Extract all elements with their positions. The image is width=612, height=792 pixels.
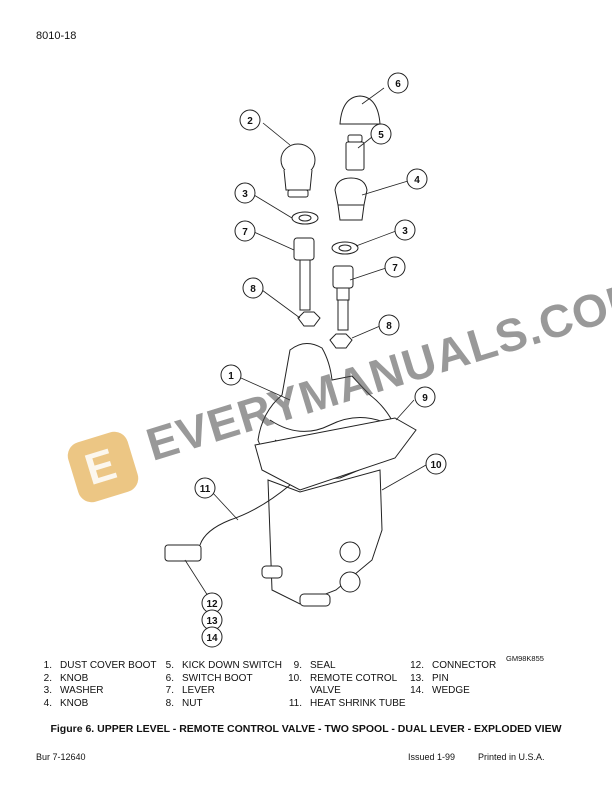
callout-2: 2 xyxy=(247,116,253,127)
knob-right-part xyxy=(334,177,368,221)
legend-item: 1.DUST COVER BOOT xyxy=(43,660,157,671)
callout-10: 10 xyxy=(430,460,442,471)
nut-left-part xyxy=(297,311,321,327)
footer-document-number: Bur 7-12640 xyxy=(36,752,86,762)
callout-5: 5 xyxy=(378,130,384,141)
legend-item: 12.CONNECTOR xyxy=(410,660,497,671)
legend-item: 14.WEDGE xyxy=(410,685,470,696)
page-number: 8010-18 xyxy=(36,30,77,42)
legend-item: 11.HEAT SHRINK TUBE xyxy=(288,697,406,709)
legend-item: 6.SWITCH BOOT xyxy=(165,672,253,684)
legend-item: 3.WASHER xyxy=(43,685,104,696)
legend-item: 8.NUT xyxy=(165,697,203,709)
legend-column-4: 12.CONNECTOR 13.PIN 14.WEDGE xyxy=(406,660,496,698)
legend-item: 9.SEAL xyxy=(293,660,336,671)
callout-13: 13 xyxy=(206,616,218,627)
callout-3-left: 3 xyxy=(242,189,248,200)
legend-column-1: 1.DUST COVER BOOT 2.KNOB 3.WASHER 4.KNOB xyxy=(34,660,157,710)
figure-code: GM98K855 xyxy=(506,654,544,663)
legend-item: 2.KNOB xyxy=(43,672,89,684)
legend-item: 7.LEVER xyxy=(165,685,215,696)
callout-8-left: 8 xyxy=(250,284,256,295)
lever-left-part xyxy=(293,237,315,261)
switch-boot-part xyxy=(339,95,381,125)
valve-body-part xyxy=(267,469,383,605)
callout-9: 9 xyxy=(422,393,428,404)
callout-11: 11 xyxy=(200,484,211,495)
callout-14: 14 xyxy=(206,633,218,644)
callout-12: 12 xyxy=(206,599,218,610)
callout-6: 6 xyxy=(395,79,401,90)
legend-item: 4.KNOB xyxy=(43,697,89,709)
nut-right-part xyxy=(329,333,353,349)
connector-part xyxy=(164,544,202,562)
callout-7-right: 7 xyxy=(392,263,398,274)
lever-right-part xyxy=(332,265,354,289)
footer-issued: Issued 1-99 xyxy=(408,752,456,762)
legend-item: 13.PIN xyxy=(410,672,449,684)
legend-column-3: 9.SEAL 10.REMOTE COTROL VALVE 11.HEAT SH… xyxy=(284,660,406,710)
callout-3-right: 3 xyxy=(402,226,408,237)
footer-printed: Printed in U.S.A. xyxy=(478,752,545,762)
watermark-logo-letter: E xyxy=(79,439,122,495)
callout-8-right: 8 xyxy=(386,321,392,332)
callout-7-left: 7 xyxy=(242,227,248,238)
kick-down-switch-part xyxy=(347,134,363,143)
figure-caption: Figure 6. UPPER LEVEL - REMOTE CONTROL V… xyxy=(50,723,562,735)
callout-4: 4 xyxy=(414,175,420,186)
legend-item: 5.KICK DOWN SWITCH xyxy=(165,660,282,671)
legend-column-2: 5.KICK DOWN SWITCH 6.SWITCH BOOT 7.LEVER… xyxy=(156,660,282,710)
seal-part xyxy=(254,417,417,491)
callout-1: 1 xyxy=(228,371,234,382)
legend-item: VALVE xyxy=(310,685,341,696)
legend-item: 10.REMOTE COTROL xyxy=(288,672,398,684)
